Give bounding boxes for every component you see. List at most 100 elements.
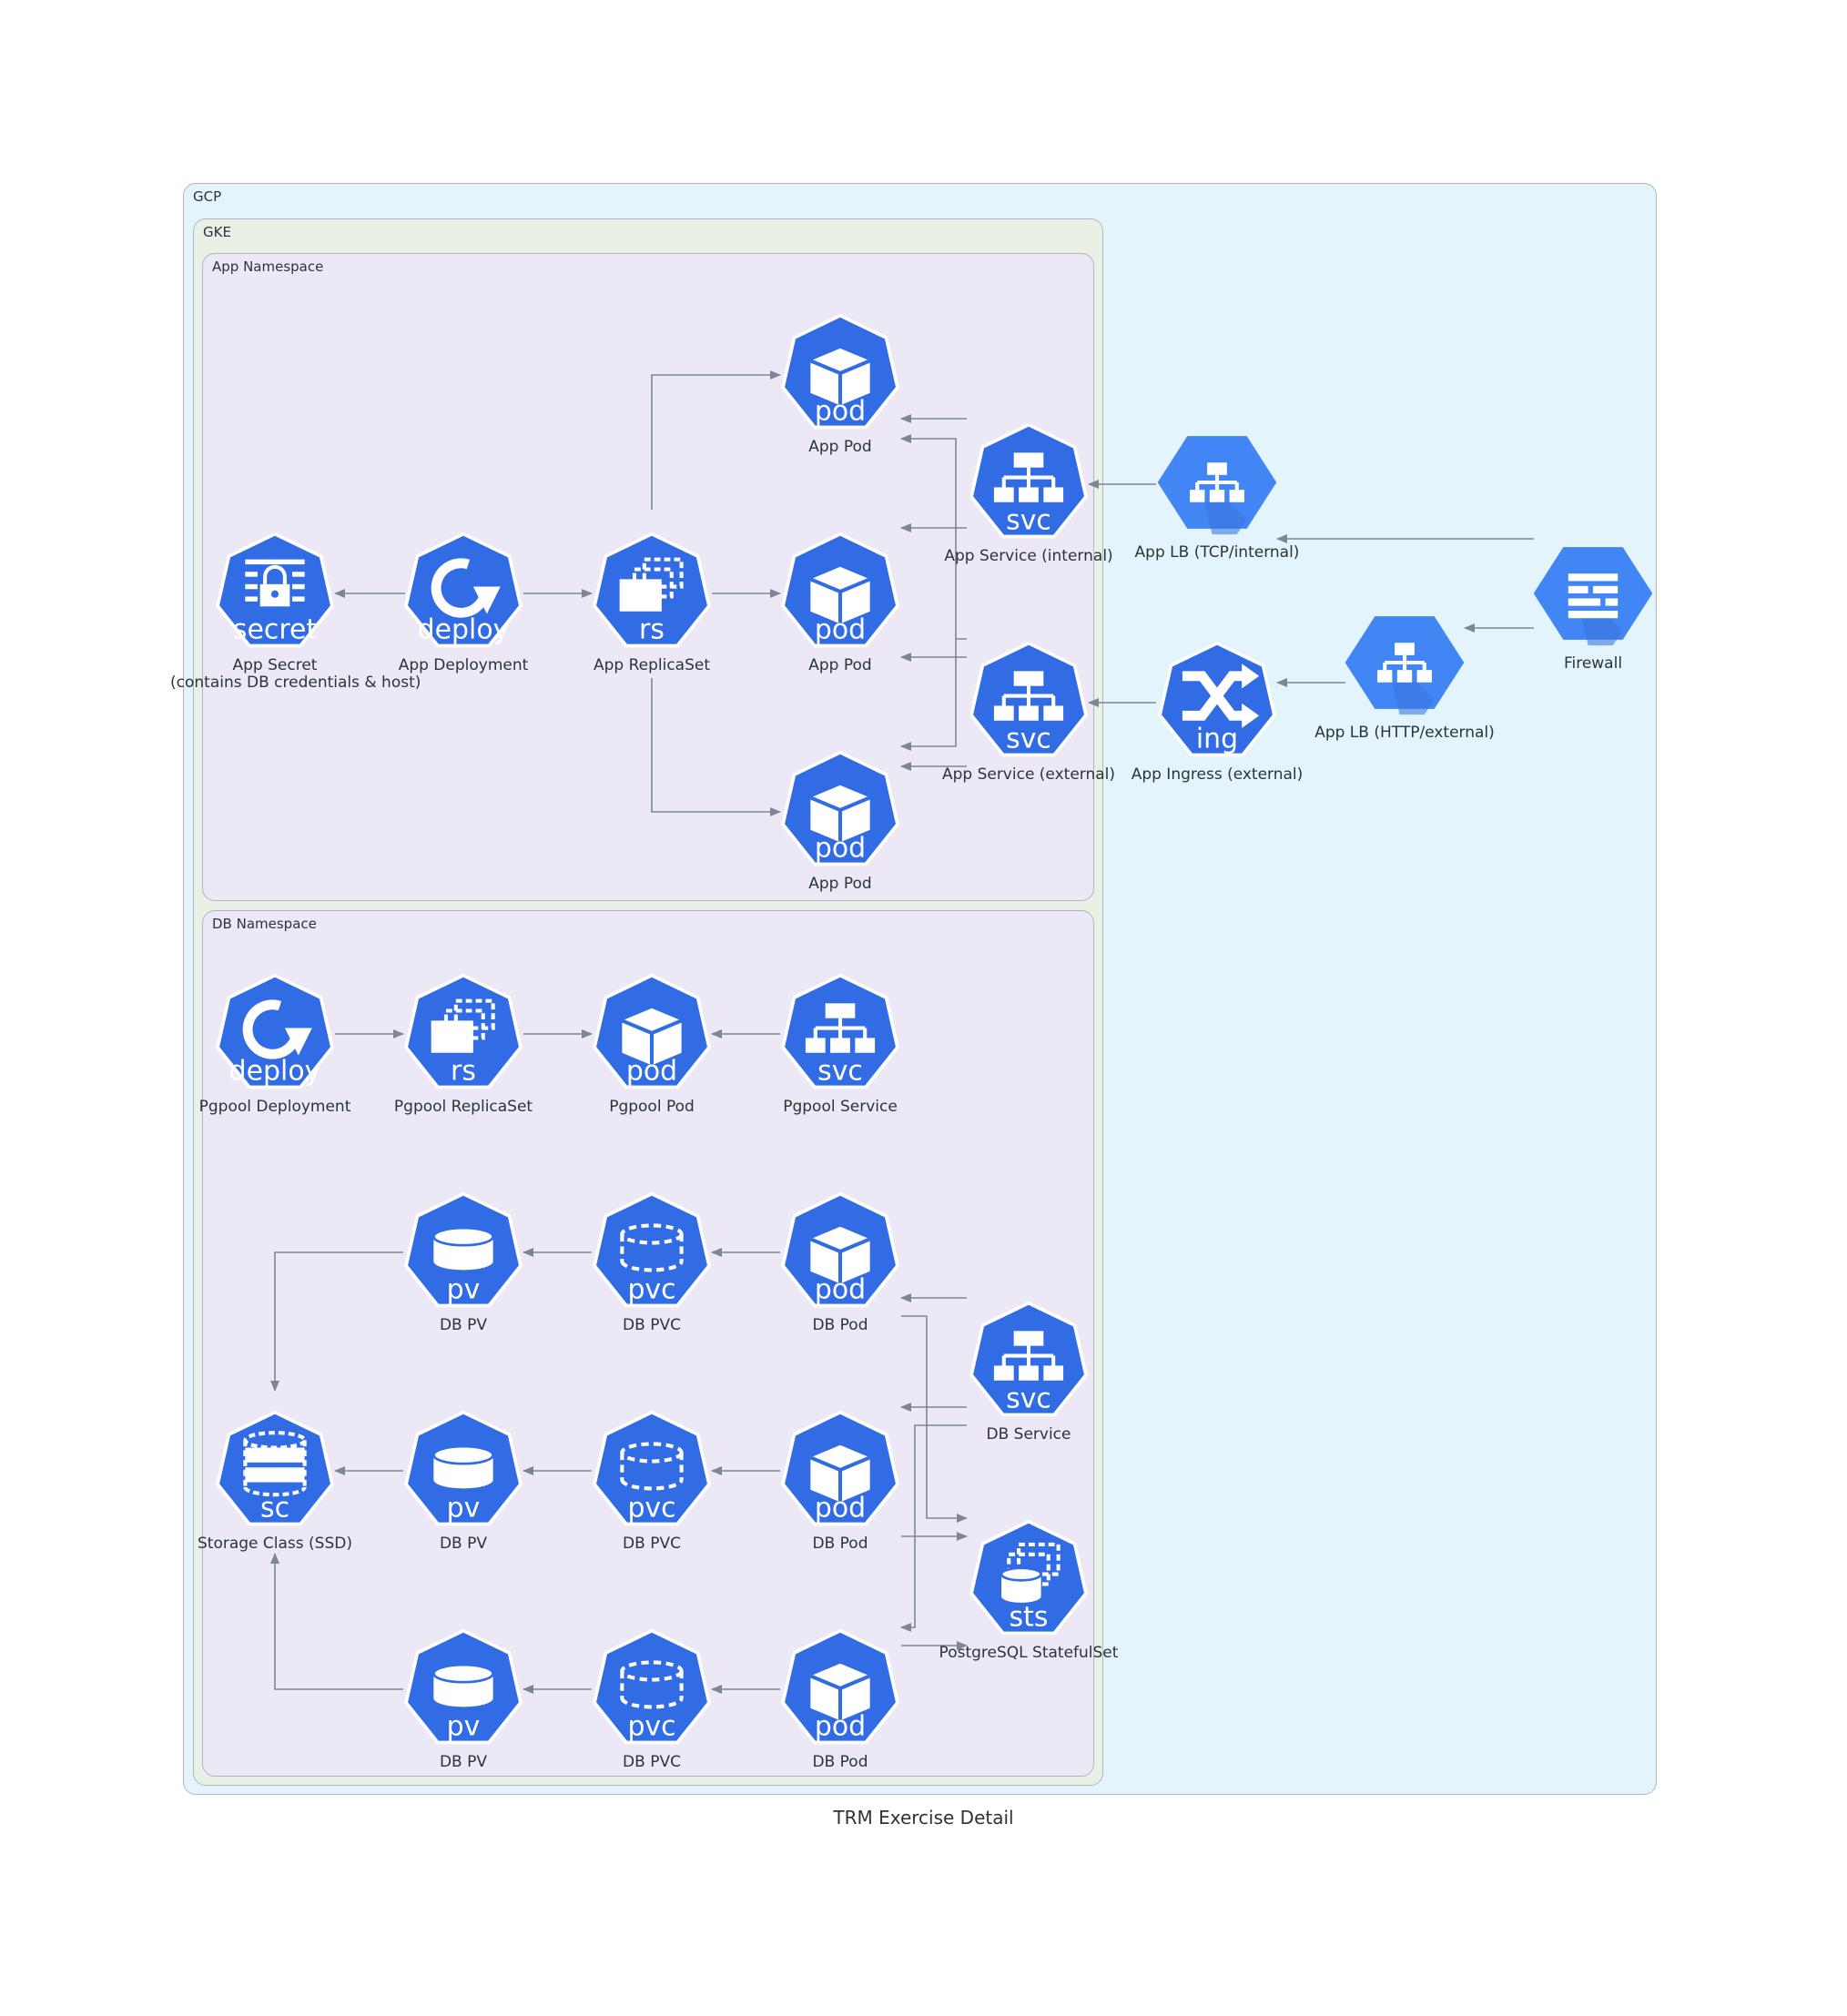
svg-text:pvc: pvc — [627, 1711, 675, 1743]
node-db-pv1: pv DB PV — [359, 1190, 568, 1334]
node-db-pv2: pv DB PV — [359, 1408, 568, 1553]
node-sts: sts PostgreSQL StatefulSet — [924, 1517, 1133, 1662]
svc-icon: svc — [924, 420, 1133, 544]
pod-icon: pod — [736, 311, 945, 435]
node-label: DB Pod — [812, 1535, 868, 1553]
node-label: DB PV — [439, 1753, 488, 1771]
node-app-lb-tcp: App LB (TCP/internal) — [1112, 420, 1322, 562]
rs-icon: rs — [359, 971, 568, 1095]
ing-icon: ing — [1112, 639, 1322, 763]
svg-text:pod: pod — [626, 1056, 677, 1088]
node-label: Pgpool ReplicaSet — [393, 1098, 533, 1116]
node-label: Storage Class (SSD) — [198, 1535, 352, 1553]
svc-icon: svc — [924, 639, 1133, 763]
svg-text:secret: secret — [233, 614, 317, 646]
svg-text:deploy: deploy — [229, 1056, 321, 1088]
node-app-svc-int: svc App Service (internal) — [924, 420, 1133, 565]
node-label: App Deployment — [398, 656, 529, 674]
node-label: Firewall — [1563, 654, 1623, 673]
pv-icon: pv — [359, 1190, 568, 1313]
svg-text:pod: pod — [815, 1274, 866, 1306]
pod-icon: pod — [547, 971, 756, 1095]
pv-icon: pv — [359, 1626, 568, 1750]
svc-icon: svc — [924, 1299, 1133, 1423]
pod-icon: pod — [736, 748, 945, 872]
node-label: Pgpool Pod — [609, 1098, 695, 1116]
app-namespace-label: App Namespace — [212, 258, 324, 275]
pvc-icon: pvc — [547, 1408, 756, 1532]
node-pg-deploy: deploy Pgpool Deployment — [170, 971, 380, 1116]
pod-icon: pod — [736, 1190, 945, 1313]
node-label: App Ingress (external) — [1131, 765, 1304, 784]
edge-db-pv3-to-sc — [270, 1553, 403, 1690]
edge-db-svc-to-db-pod3 — [900, 1424, 967, 1632]
gcp-cluster-label: GCP — [193, 188, 222, 205]
edge-app-svc-ext-to-app-pod3 — [900, 639, 957, 751]
pod-icon: pod — [736, 1408, 945, 1532]
svg-text:pv: pv — [447, 1274, 481, 1306]
node-label: App Pod — [808, 438, 872, 456]
svg-text:deploy: deploy — [418, 614, 510, 646]
node-label: DB Pod — [812, 1316, 868, 1334]
node-pg-pod: pod Pgpool Pod — [547, 971, 756, 1116]
node-db-pvc3: pvc DB PVC — [547, 1626, 756, 1771]
node-db-svc: svc DB Service — [924, 1299, 1133, 1444]
node-app-secret: secret App Secret (contains DB credentia… — [170, 530, 421, 692]
node-label: App Pod — [808, 656, 872, 674]
svg-text:sts: sts — [1010, 1602, 1049, 1634]
diagram-title: TRM Exercise Detail — [833, 1807, 1014, 1829]
pod-icon: pod — [736, 530, 945, 653]
node-label: DB PVC — [623, 1753, 681, 1771]
node-db-pod2: pod DB Pod — [736, 1408, 945, 1553]
svg-text:pod: pod — [815, 396, 866, 428]
svg-text:ing: ing — [1196, 724, 1238, 755]
node-db-pvc2: pvc DB PVC — [547, 1408, 756, 1553]
load-balancer-icon — [1112, 420, 1322, 544]
load-balancer-icon — [1300, 601, 1509, 724]
node-label: Pgpool Deployment — [198, 1098, 351, 1116]
node-db-pvc1: pvc DB PVC — [547, 1190, 756, 1334]
svc-icon: svc — [736, 971, 945, 1095]
node-label: PostgreSQL StatefulSet — [939, 1644, 1119, 1662]
node-app-ingress: ing App Ingress (external) — [1112, 639, 1322, 784]
node-sc: sc Storage Class (SSD) — [170, 1408, 380, 1553]
edge-db-pod1-to-sts — [901, 1315, 968, 1523]
deploy-icon: deploy — [170, 971, 380, 1095]
node-app-lb-http: App LB (HTTP/external) — [1300, 601, 1509, 742]
node-label: App Pod — [808, 875, 872, 893]
node-label: App Secret (contains DB credentials & ho… — [170, 656, 421, 692]
node-app-pod1: pod App Pod — [736, 311, 945, 456]
deploy-icon: deploy — [359, 530, 568, 653]
svg-text:sc: sc — [260, 1493, 289, 1525]
node-label: App LB (TCP/internal) — [1134, 543, 1300, 562]
pv-icon: pv — [359, 1408, 568, 1532]
node-pg-rs: rs Pgpool ReplicaSet — [359, 971, 568, 1116]
pod-icon: pod — [736, 1626, 945, 1750]
node-app-pod3: pod App Pod — [736, 748, 945, 893]
node-app-pod2: pod App Pod — [736, 530, 945, 674]
node-label: App LB (HTTP/external) — [1314, 724, 1495, 742]
svg-text:pv: pv — [447, 1493, 481, 1525]
node-label: DB PVC — [623, 1535, 681, 1553]
svg-text:rs: rs — [451, 1056, 476, 1088]
node-label: App Service (internal) — [944, 547, 1113, 565]
node-db-pv3: pv DB PV — [359, 1626, 568, 1771]
node-pg-svc: svc Pgpool Service — [736, 971, 945, 1116]
rs-icon: rs — [547, 530, 756, 653]
svg-text:pod: pod — [815, 1711, 866, 1743]
sts-icon: sts — [924, 1517, 1133, 1641]
edge-app-rs-to-app-pod1 — [651, 370, 781, 510]
node-label: DB PV — [439, 1316, 488, 1334]
svg-text:svc: svc — [817, 1056, 863, 1088]
svg-text:rs: rs — [639, 614, 665, 646]
node-label: Pgpool Service — [783, 1098, 898, 1116]
svg-text:pv: pv — [447, 1711, 481, 1743]
node-db-pod3: pod DB Pod — [736, 1626, 945, 1771]
node-label: DB Pod — [812, 1753, 868, 1771]
node-label: DB PV — [439, 1535, 488, 1553]
svg-text:svc: svc — [1006, 1383, 1051, 1415]
node-label: App ReplicaSet — [593, 656, 711, 674]
node-app-rs: rs App ReplicaSet — [547, 530, 756, 674]
edge-db-pv1-to-sc — [270, 1251, 403, 1392]
